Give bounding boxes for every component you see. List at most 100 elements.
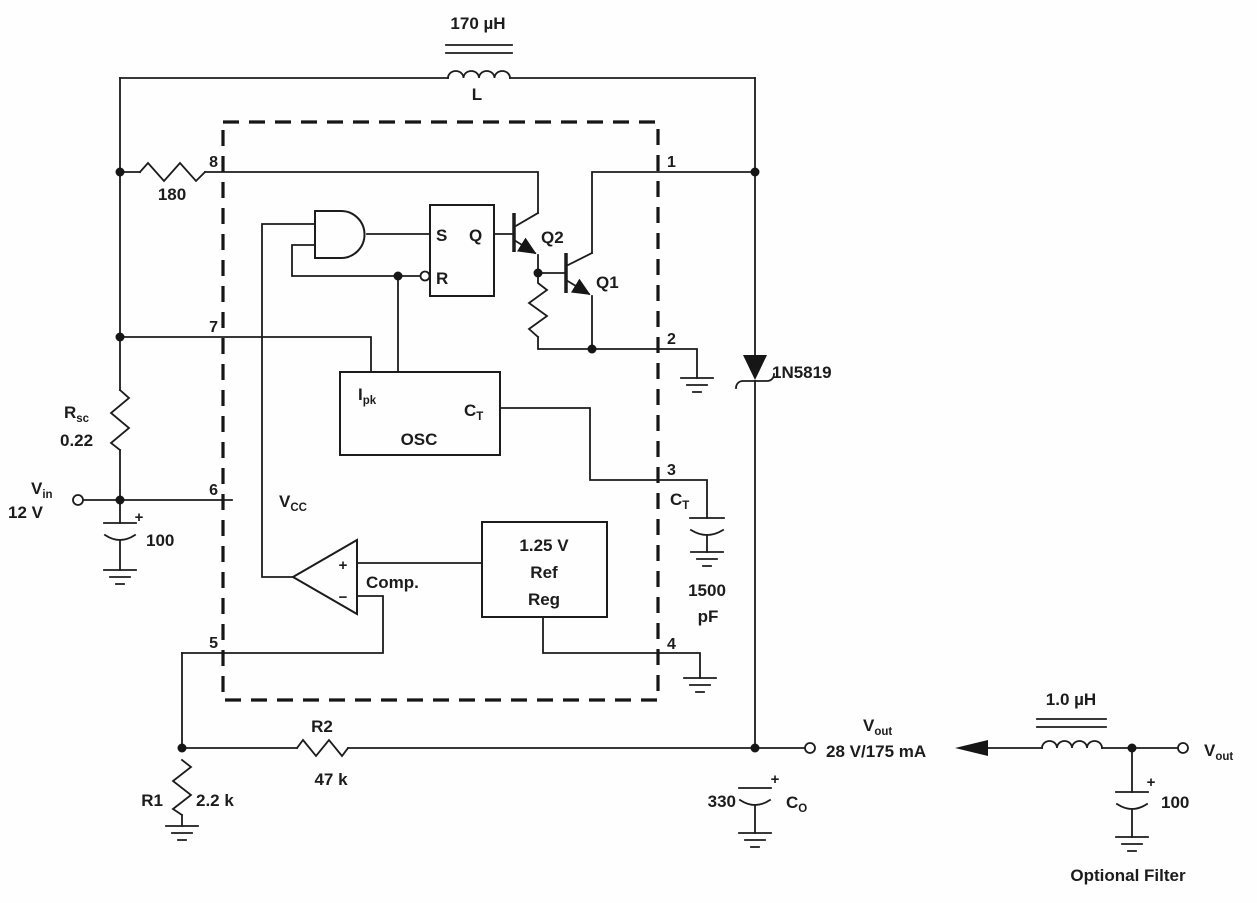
sr-latch: S Q R (419, 204, 495, 297)
vin-label: Vin (31, 479, 53, 501)
pin-5: 5 (209, 635, 218, 652)
resistor-r2-ref: R2 (311, 717, 333, 736)
pin-3: 3 (667, 462, 676, 479)
q2-label: Q2 (541, 228, 564, 247)
q1-label: Q1 (596, 273, 619, 292)
comparator-plus: + (339, 557, 348, 574)
osc-block: Ipk CT OSC (339, 371, 501, 456)
and-gate (314, 210, 366, 259)
timing-cap-ref: CT (670, 490, 689, 512)
vout-filtered-terminal-circle (1177, 742, 1189, 754)
input-cap-plus: + (135, 509, 144, 526)
resistor-rsc-value: 0.22 (60, 431, 93, 450)
transistor-q2: Q2 (512, 211, 564, 255)
inductor-core-bars (445, 44, 513, 54)
q2-emitter-q1-base-wire (537, 254, 567, 274)
ref-reg-line1: 1.25 V (519, 536, 569, 555)
junction-dot (1127, 743, 1137, 753)
diode-triangle (743, 355, 767, 380)
output-cap-ground (738, 832, 772, 848)
input-cap-value: 100 (146, 531, 174, 550)
junction-dot (115, 332, 125, 342)
wiring (82, 77, 1179, 749)
latch-s-label: S (436, 226, 447, 245)
osc-ipk-label: Ipk (358, 385, 377, 407)
input-cap-plates (103, 522, 137, 541)
pin-7: 7 (209, 319, 218, 336)
resistor-r1: R1 2.2 k (141, 758, 234, 841)
resistor-r2-zigzag (295, 738, 350, 758)
resistor-rsc-zigzag (109, 388, 131, 452)
vout-label: Vout (863, 716, 892, 738)
junction-dot (115, 495, 125, 505)
comparator: + − Comp. VCC (279, 492, 419, 616)
vout-filtered-label: Vout (1204, 741, 1233, 763)
pin-8: 8 (209, 154, 218, 171)
q2-emitter (512, 237, 537, 255)
resistor-r2: R2 47 k (295, 717, 350, 789)
main-inductor: 170 µH L (445, 14, 513, 104)
filter-cap-plates (1115, 791, 1149, 810)
ref-reg-line2: Ref (530, 563, 558, 582)
filter-inductor-value: 1.0 µH (1046, 690, 1096, 709)
resistor-rsc: Rsc 0.22 (60, 388, 131, 452)
schottky-diode: 1N5819 (735, 355, 832, 389)
diode-cathode-bar (735, 373, 775, 389)
osc-title: OSC (401, 430, 438, 449)
resistor-r2-value: 47 k (314, 770, 348, 789)
vout-terminal: Vout 28 V/175 mA (804, 716, 926, 761)
filter-arrow (955, 740, 988, 756)
pin4-ground-symbol (683, 677, 717, 693)
filter-inductor-core-bars (1036, 718, 1107, 728)
output-cap-plus: + (771, 771, 780, 788)
junction-dot (393, 271, 403, 281)
pin2-ground-symbol (680, 377, 714, 393)
latch-q-label: Q (469, 226, 482, 245)
and-gate-body (314, 210, 366, 259)
resistor-180-zigzag (138, 161, 207, 183)
pin-1: 1 (667, 154, 676, 171)
vin-value: 12 V (8, 503, 44, 522)
junction-dot (750, 743, 760, 753)
comparator-triangle (291, 538, 358, 616)
ref-reg-line3: Reg (528, 590, 560, 609)
vout-value: 28 V/175 mA (826, 742, 926, 761)
filter-cap-value: 100 (1161, 793, 1189, 812)
latch-r-bubble (419, 270, 431, 282)
filter-inductor-coil (1041, 740, 1103, 749)
junction-dot (177, 743, 187, 753)
resistor-rsc-ref: Rsc (64, 403, 90, 425)
osc-box (339, 371, 501, 456)
ref-reg-box (481, 521, 608, 618)
q1-emitter (564, 278, 591, 296)
resistor-r1-zigzag (171, 758, 193, 827)
junction-dots (115, 167, 1137, 753)
vin-terminal: Vin 12 V (8, 479, 84, 522)
comparator-label: Comp. (366, 573, 419, 592)
pin-4: 4 (667, 636, 676, 653)
ic-boundary (221, 120, 660, 702)
resistor-180-value: 180 (158, 185, 186, 204)
resistor-r1-value: 2.2 k (196, 791, 234, 810)
input-cap-ground (103, 569, 137, 585)
comparator-minus-pin5-wire (181, 595, 384, 654)
osc-to-pin3-wire (499, 407, 708, 519)
pin-2: 2 (667, 331, 676, 348)
resistor-r1-ground (165, 825, 199, 841)
filter-cap-plus: + (1147, 774, 1156, 791)
timing-cap-ground (690, 551, 724, 567)
comparator-minus: − (339, 589, 348, 606)
diode-part-label: 1N5819 (772, 363, 832, 382)
pin1-wire (591, 171, 756, 254)
main-inductor-ref: L (472, 85, 482, 104)
driver-emitter-resistor (527, 272, 549, 339)
output-cap-plates (738, 787, 772, 806)
ref-reg-block: 1.25 V Ref Reg (481, 521, 608, 618)
resistor-180: 180 (138, 161, 207, 204)
q1-collector (564, 251, 594, 268)
timing-capacitor: CT 1500 pF (670, 490, 726, 626)
filter-cap-ground (1115, 836, 1149, 852)
output-capacitor: + 330 CO (708, 771, 807, 848)
latch-r-label: R (436, 269, 448, 288)
